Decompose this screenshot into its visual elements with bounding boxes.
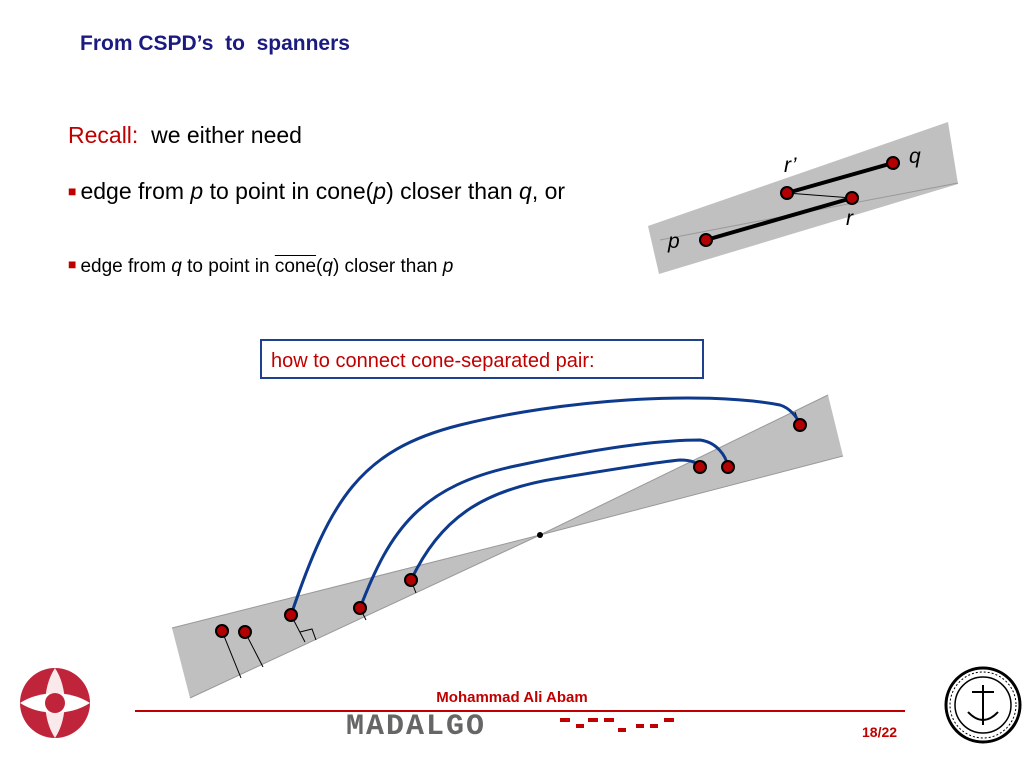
point-r	[845, 191, 859, 205]
bullet-2: ■edge from q to point in cone(q) closer …	[68, 256, 453, 278]
callout-text: how to connect cone-separated pair:	[271, 350, 595, 372]
point-r-prime	[780, 186, 794, 200]
var-q: q	[322, 256, 333, 277]
bullet-square-icon: ■	[68, 183, 77, 199]
edge-p-r	[705, 196, 853, 242]
cone-right	[540, 395, 843, 535]
projection-line	[221, 630, 242, 679]
bullet-2-text: edge from	[80, 256, 172, 277]
cone-apex	[537, 532, 543, 538]
bullet-1: ■edge from p to point in cone(p) closer …	[68, 176, 678, 207]
point-node	[404, 573, 418, 587]
label-r: r	[846, 207, 854, 230]
main-diagram	[171, 394, 844, 699]
point-node	[793, 418, 807, 432]
callout-box: how to connect cone-separated pair:	[260, 339, 704, 379]
var-p: p	[190, 178, 204, 204]
university-cross-logo-icon	[20, 668, 90, 738]
bullet-1-text: to point in cone(	[203, 178, 374, 204]
connection-curve	[289, 396, 802, 616]
bullet-square-icon: ■	[68, 256, 77, 272]
recall-text: we either need	[138, 122, 302, 148]
segment-r-prime-r	[786, 192, 853, 199]
label-q: q	[909, 145, 921, 168]
footer-author: Mohammad Ali Abam	[436, 689, 588, 706]
point-q	[886, 156, 900, 170]
right-angle-mark	[299, 628, 317, 641]
cone-left	[172, 535, 540, 698]
connection-curve	[409, 458, 702, 581]
bullet-2-text: to point in	[181, 256, 275, 277]
page-number: 18/22	[862, 724, 898, 740]
slide-title: From CSPD’s to spanners	[80, 32, 350, 55]
var-q: q	[171, 256, 182, 277]
point-node	[353, 601, 367, 615]
cone-edge	[189, 534, 541, 699]
var-p: p	[373, 178, 387, 204]
cone-edge	[539, 455, 844, 536]
cone-edge	[171, 534, 541, 629]
point-node	[284, 608, 298, 622]
cone-edge	[539, 394, 829, 536]
point-node	[215, 624, 229, 638]
aarhus-seal-logo-icon	[944, 666, 1022, 744]
top-diagram: r’ q r p	[648, 122, 959, 274]
label-r-prime: r’	[784, 154, 797, 177]
var-q: q	[519, 178, 532, 204]
edge-r-prime-q	[786, 161, 894, 195]
madalgo-dashes-icon	[560, 718, 674, 732]
connection-curve	[358, 438, 730, 609]
bullet-1-text: , or	[531, 178, 566, 204]
var-p: p	[442, 256, 454, 277]
recall-label: Recall:	[68, 122, 139, 148]
recall-line: Recall: we either need	[68, 122, 302, 149]
cone-complement: cone	[274, 256, 317, 277]
label-p: p	[667, 230, 680, 253]
bullet-1-text: ) closer than	[386, 178, 520, 204]
bullet-1-text: edge from	[80, 178, 191, 204]
point-p	[699, 233, 713, 247]
point-node	[238, 625, 252, 639]
madalgo-logo-text: MADALGO	[346, 710, 487, 744]
bullet-2-text: (	[316, 256, 323, 277]
point-node	[721, 460, 735, 474]
point-node	[693, 460, 707, 474]
bullet-2-text: ) closer than	[332, 256, 443, 277]
